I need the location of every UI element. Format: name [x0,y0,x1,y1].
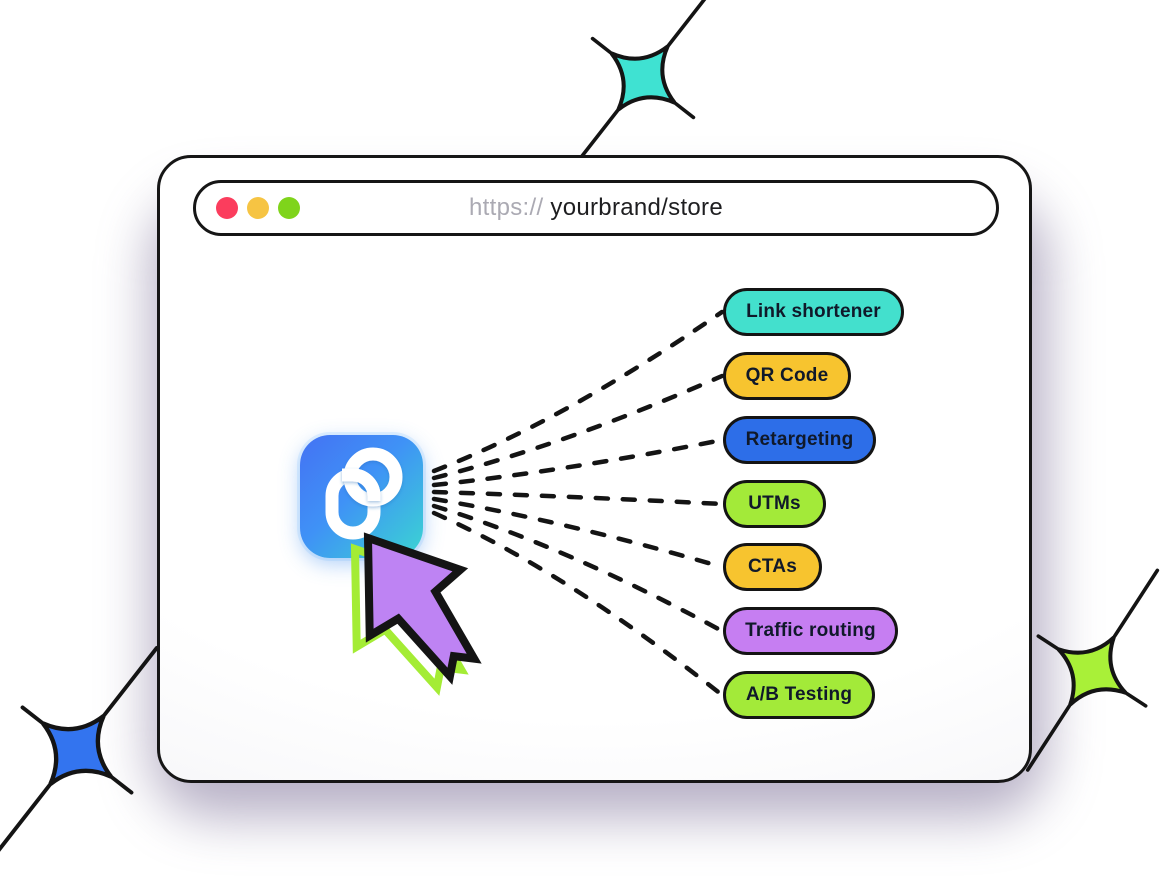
minimize-button[interactable] [247,197,269,219]
feature-label: UTMs [748,493,801,514]
feature-label: QR Code [745,365,829,386]
feature-pill-ctas: CTAs [723,543,822,591]
address-bar[interactable]: https:// yourbrand/store [193,180,999,236]
sparkle-green-icon [1025,568,1160,772]
feature-pill-qr-code: QR Code [723,352,851,400]
cursor-arrow-icon [363,532,482,685]
feature-label: Traffic routing [745,620,876,641]
url-protocol: https:// [469,194,544,221]
connector-line [431,489,725,507]
connector-line [431,373,725,481]
feature-pill-retargeting: Retargeting [723,416,876,464]
connector-line [431,496,725,570]
sparkle-teal-icon [553,0,720,192]
feature-pill-link-shortener: Link shortener [723,288,904,336]
window-controls [196,197,300,219]
sparkle-blue-icon [0,645,159,867]
feature-label: Retargeting [745,429,854,450]
url-path: yourbrand/store [550,194,723,221]
feature-label: CTAs [747,556,797,577]
zoom-button[interactable] [278,197,300,219]
link-app-icon[interactable] [300,435,423,558]
connector-line [431,510,725,698]
feature-label: A/B Testing [745,684,853,705]
connector-lines [431,309,725,698]
connector-line [431,309,725,474]
connector-line [431,503,725,634]
link-chain-icon [300,435,423,558]
close-button[interactable] [216,197,238,219]
feature-label: Link shortener [746,301,881,322]
url-text: https:// yourbrand/store [196,194,996,222]
feature-pill-utms: UTMs [723,480,826,528]
connector-line [431,437,725,488]
feature-pill-ab-testing: A/B Testing [723,671,875,719]
feature-pill-traffic-routing: Traffic routing [723,607,898,655]
